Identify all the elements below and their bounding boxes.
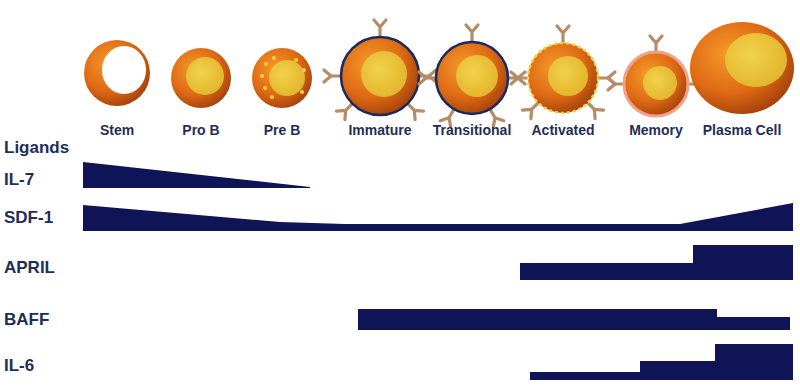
stem-cell	[84, 40, 150, 106]
cell-nucleus	[725, 33, 787, 87]
cell-nucleus	[186, 57, 224, 95]
sdf1-bar	[83, 203, 793, 231]
cell-body	[171, 48, 231, 108]
plasma-cell	[690, 22, 794, 114]
pro-b-cell	[171, 48, 231, 108]
antibody-symbols	[511, 26, 615, 119]
cell-body	[252, 48, 312, 108]
ligand-label: APRIL	[4, 258, 55, 278]
april-bar	[520, 245, 793, 280]
ligand-label: BAFF	[4, 310, 49, 330]
il6-bar	[530, 344, 793, 380]
stage-label: Immature	[348, 122, 411, 138]
ligand-label: IL-7	[4, 170, 34, 190]
antibody-symbols	[324, 20, 436, 120]
immature-cell	[324, 20, 436, 120]
cell-hollow	[102, 46, 146, 94]
cell-body	[624, 52, 688, 116]
cell-body	[84, 40, 150, 106]
ligand-label: SDF-1	[4, 208, 53, 228]
antibody-symbols	[419, 25, 525, 127]
granule-dots	[260, 56, 306, 99]
cell-body	[341, 37, 419, 115]
cell-body	[690, 22, 794, 114]
ligand-heading: Ligands	[4, 138, 69, 158]
cell-nucleus	[548, 56, 588, 96]
transitional-cell	[419, 25, 525, 127]
memory-cell	[608, 36, 704, 116]
stage-label: Pro B	[182, 122, 219, 138]
pre-b-cell	[252, 48, 312, 108]
cell-nucleus	[361, 51, 407, 97]
stage-label: Activated	[531, 122, 594, 138]
stage-label: Stem	[100, 122, 134, 138]
cell-body	[436, 42, 508, 114]
cell-body	[528, 43, 598, 113]
ligand-label: IL-6	[4, 356, 34, 376]
cell-nucleus	[643, 66, 677, 100]
activated-cell	[511, 26, 615, 119]
cell-nucleus	[456, 55, 498, 97]
stage-label: Memory	[629, 122, 683, 138]
stage-label: Plasma Cell	[703, 122, 782, 138]
stage-label: Transitional	[433, 122, 512, 138]
cell-nucleus	[269, 60, 305, 96]
baff-bar	[358, 309, 790, 330]
il7-bar	[83, 162, 310, 188]
stage-label: Pre B	[264, 122, 301, 138]
